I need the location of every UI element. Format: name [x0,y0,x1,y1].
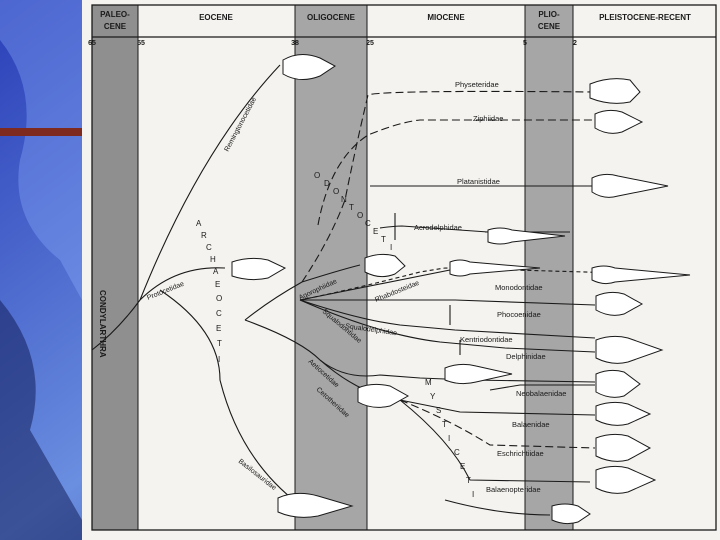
skull-protocetidae-icon [232,258,285,279]
skull-physeteridae-icon [590,79,640,104]
epoch-paleocene-1: PALEO- [100,10,130,19]
skull-eschrichtiidae-icon [596,434,650,461]
svg-text:D: D [324,179,330,188]
label-basilosauridae: Basilosauridae [237,458,278,492]
svg-text:O: O [357,211,363,220]
accent-bar [0,128,82,136]
epoch-miocene: MIOCENE [427,13,465,22]
skull-platanistidae-icon [592,174,668,197]
epoch-paleocene-2: CENE [104,22,127,31]
svg-text:S: S [436,406,441,415]
svg-text:O: O [314,171,320,180]
skull-neobalaenidae-icon [596,370,640,397]
skull-monodontidae-icon [592,266,690,284]
skull-extra-icon [552,504,590,524]
svg-text:E: E [215,280,220,289]
svg-text:I: I [472,490,474,499]
epoch-pliocene-1: PLIO- [538,10,560,19]
tick-2: 2 [573,40,577,47]
paleocene-band [92,5,138,530]
tick-25: 25 [366,40,374,47]
svg-text:O: O [216,294,222,303]
svg-text:E: E [373,227,378,236]
label-neobalaenidae: Neobalaenidae [516,389,566,398]
epoch-eocene: EOCENE [199,13,233,22]
label-protocetidae: Protocetidae [146,281,185,302]
root-label-condylarthra: CONDYLARTHRA [98,290,107,358]
suborder-mysticeti: M Y S T I C E T I [425,378,474,499]
skull-balaenopteridae-icon [596,466,655,493]
label-platanistidae: Platanistidae [457,177,500,186]
label-delphinidae: Delphinidae [506,352,546,361]
svg-text:H: H [210,255,216,264]
svg-text:T: T [349,203,354,212]
svg-text:I: I [390,243,392,252]
skull-balaenidae-icon [596,402,650,425]
suborder-archaeoceti: A R C H A E O C E T I [196,219,222,364]
label-physeteridae: Physeteridae [455,80,499,89]
svg-text:N: N [341,195,347,204]
tick-55: 55 [137,40,145,47]
tick-38: 38 [291,40,299,47]
label-kentriodontidae: Kentriodontidae [460,335,513,344]
skull-delphinidae-icon [596,336,662,363]
skull-agorophiidae-icon [365,254,405,276]
svg-text:Y: Y [430,392,436,401]
oligocene-band [295,5,367,530]
svg-text:C: C [365,219,371,228]
label-balaenopteridae: Balaenopteridae [486,485,541,494]
label-balaenidae: Balaenidae [512,420,550,429]
svg-text:A: A [213,267,219,276]
tick-5: 5 [523,40,527,47]
svg-text:T: T [217,339,222,348]
svg-text:T: T [466,476,471,485]
svg-text:E: E [216,324,221,333]
label-monodontidae: Monodontidae [495,283,543,292]
label-phocoenidae: Phocoenidae [497,310,541,319]
skull-phocoenidae-icon [596,292,642,315]
svg-text:A: A [196,219,202,228]
label-ziphiidae: Ziphiidae [473,114,503,123]
svg-text:M: M [425,378,432,387]
svg-text:R: R [201,231,207,240]
label-eschrichtiidae: Eschrichtiidae [497,449,544,458]
label-acrodelphidae: Acrodelphidae [414,223,462,232]
tick-65: 65 [88,40,96,47]
svg-text:O: O [333,187,339,196]
svg-text:C: C [454,448,460,457]
svg-text:C: C [216,309,222,318]
svg-text:T: T [381,235,386,244]
svg-text:I: I [448,434,450,443]
epoch-pliocene-2: CENE [538,22,561,31]
svg-text:E: E [460,462,465,471]
epoch-pleistocene-recent: PLEISTOCENE-RECENT [599,13,691,22]
label-remingtonocetidae: Remingtonocetidae [224,96,259,153]
skull-aetiocetidae-icon [358,384,408,407]
svg-text:C: C [206,243,212,252]
svg-text:T: T [442,420,447,429]
svg-text:I: I [218,355,220,364]
skull-ziphiidae-icon [595,110,642,133]
epoch-oligocene: OLIGOCENE [307,13,356,22]
cetacean-phylogeny-diagram: PALEO- CENE EOCENE OLIGOCENE MIOCENE PLI… [82,0,720,540]
